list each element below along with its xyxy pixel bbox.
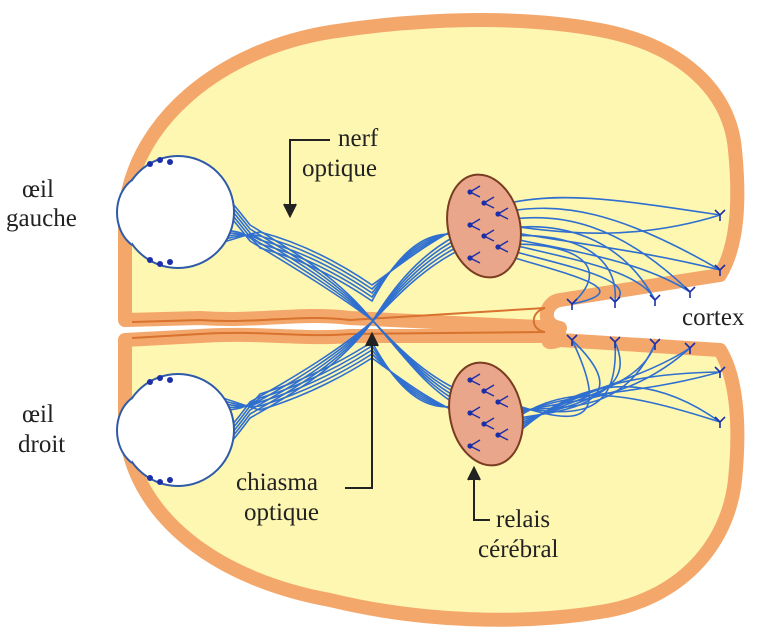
neuron-icon (167, 477, 173, 483)
eye-icon (122, 156, 234, 268)
neuron-icon (147, 379, 153, 385)
right-eye-label-line1: œil (22, 401, 54, 428)
neuron-branch (650, 295, 660, 306)
neuron-icon (157, 157, 163, 163)
left-eye-label-line1: œil (22, 176, 54, 203)
neuron-icon (167, 259, 173, 265)
neuron-icon (147, 475, 153, 481)
neuron-icon (157, 375, 163, 381)
optic-chiasm-label-line2: optique (244, 499, 319, 526)
neuron-branch (685, 287, 695, 298)
neuron-icon (650, 295, 660, 306)
brain (125, 20, 737, 620)
optic-chiasm-label-line1: chiasma (236, 469, 318, 496)
eye-icon (122, 374, 234, 486)
cortex-label: cortex (682, 304, 745, 331)
optic-nerve-label-line1: nerf (338, 125, 379, 152)
neuron-icon (167, 159, 173, 165)
neuron-icon (147, 161, 153, 167)
right-eye-label-line2: droit (18, 431, 65, 458)
brain-relay-label-line2: cérébral (478, 536, 559, 563)
neuron-icon (157, 479, 163, 485)
neuron-icon (167, 377, 173, 383)
optic-nerve-label-line2: optique (302, 155, 377, 182)
brain-relay-label-line1: relais (496, 506, 550, 533)
neuron-icon (685, 287, 695, 298)
left-eye-label-line2: gauche (6, 205, 77, 232)
neuron-icon (147, 257, 153, 263)
neuron-icon (157, 261, 163, 267)
